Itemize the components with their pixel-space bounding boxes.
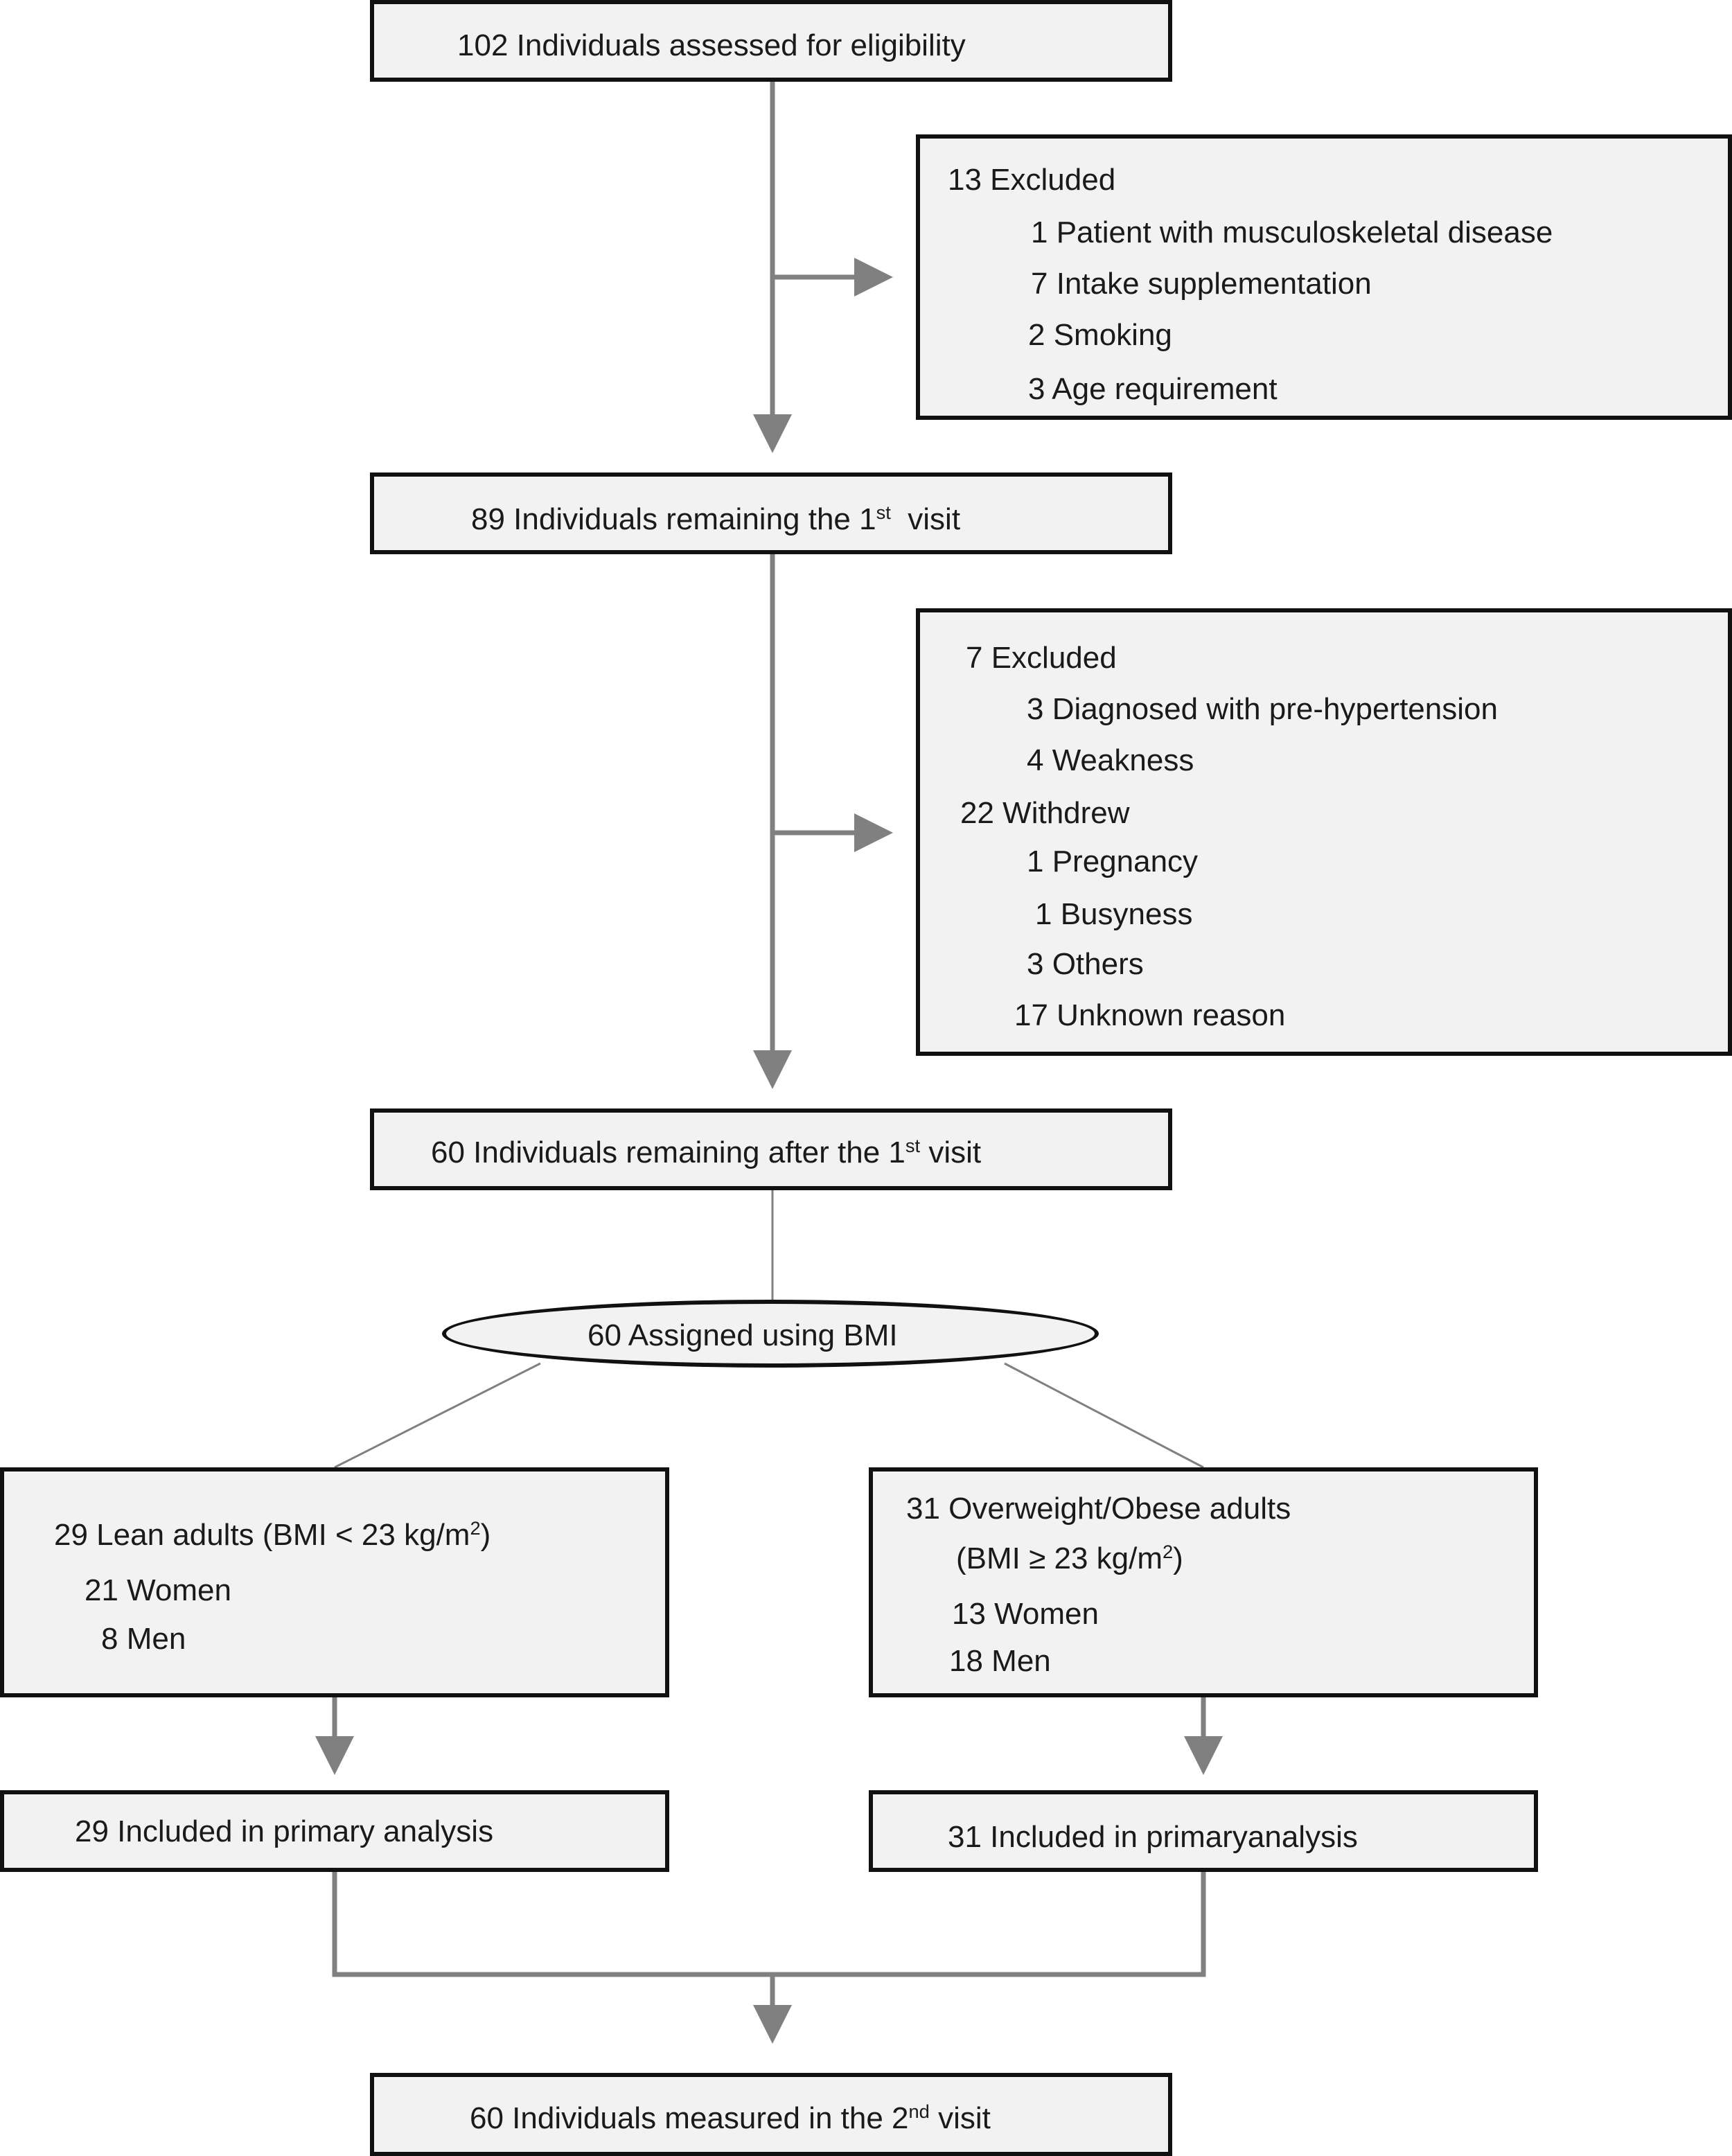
remaining-after-box: 60 Individuals remaining after the 1st v…	[370, 1108, 1172, 1190]
excluded-2-box: 7 Excluded 3 Diagnosed with pre-hyperten…	[916, 608, 1732, 1056]
measured-box: 60 Individuals measured in the 2nd visit	[370, 2073, 1172, 2156]
excluded-1-box: 13 Excluded 1 Patient with musculoskelet…	[916, 134, 1732, 420]
excluded-1-header: 13 Excluded	[948, 163, 1116, 197]
excluded-2-item: 3 Diagnosed with pre-hypertension	[1027, 692, 1498, 726]
overweight-box: 31 Overweight/Obese adults (BMI ≥ 23 kg/…	[869, 1467, 1538, 1697]
excluded-1-item: 1 Patient with musculoskeletal disease	[1031, 215, 1553, 249]
withdrew-item: 1 Busyness	[1035, 897, 1193, 931]
withdrew-item: 17 Unknown reason	[1014, 998, 1286, 1032]
assigned-text: 60 Assigned using BMI	[587, 1318, 898, 1352]
remaining-after-text: 60 Individuals remaining after the 1st v…	[431, 1135, 982, 1169]
withdrew-item: 3 Others	[1027, 947, 1144, 981]
lean-title: 29 Lean adults (BMI < 23 kg/m2)	[54, 1517, 491, 1552]
lean-men: 8 Men	[101, 1622, 186, 1656]
lean-box: 29 Lean adults (BMI < 23 kg/m2) 21 Women…	[0, 1467, 669, 1697]
eligibility-text: 102 Individuals assessed for eligibility	[457, 28, 966, 62]
overweight-bmi: (BMI ≥ 23 kg/m2)	[956, 1541, 1183, 1575]
excluded-1-item: 3 Age requirement	[1028, 372, 1278, 406]
withdrew-header: 22 Withdrew	[960, 796, 1130, 830]
overweight-men: 18 Men	[949, 1644, 1051, 1678]
overweight-women: 13 Women	[952, 1597, 1099, 1631]
measured-text: 60 Individuals measured in the 2nd visit	[470, 2101, 991, 2135]
merge-line	[332, 1872, 1206, 1977]
excluded-2-item: 4 Weakness	[1027, 743, 1194, 777]
line-assigned-to-ow	[1004, 1362, 1204, 1469]
included-lean-text: 29 Included in primary analysis	[75, 1814, 494, 1848]
remaining-1st-box: 89 Individuals remaining the 1st visit	[370, 472, 1172, 554]
lean-women: 21 Women	[85, 1573, 231, 1607]
excluded-2-header: 7 Excluded	[966, 641, 1117, 675]
remaining-1st-text: 89 Individuals remaining the 1st visit	[471, 502, 961, 536]
excluded-1-item: 2 Smoking	[1028, 318, 1172, 352]
line-assigned-to-lean	[334, 1362, 541, 1469]
assigned-ellipse: 60 Assigned using BMI	[442, 1300, 1099, 1368]
withdrew-item: 1 Pregnancy	[1027, 845, 1199, 878]
included-ow-box: 31 Included in primaryanalysis	[869, 1790, 1538, 1872]
excluded-1-item: 7 Intake supplementation	[1031, 267, 1372, 301]
eligibility-box: 102 Individuals assessed for eligibility	[370, 0, 1172, 82]
included-lean-box: 29 Included in primary analysis	[0, 1790, 669, 1872]
overweight-title: 31 Overweight/Obese adults	[906, 1492, 1291, 1526]
included-ow-text: 31 Included in primaryanalysis	[948, 1820, 1358, 1854]
